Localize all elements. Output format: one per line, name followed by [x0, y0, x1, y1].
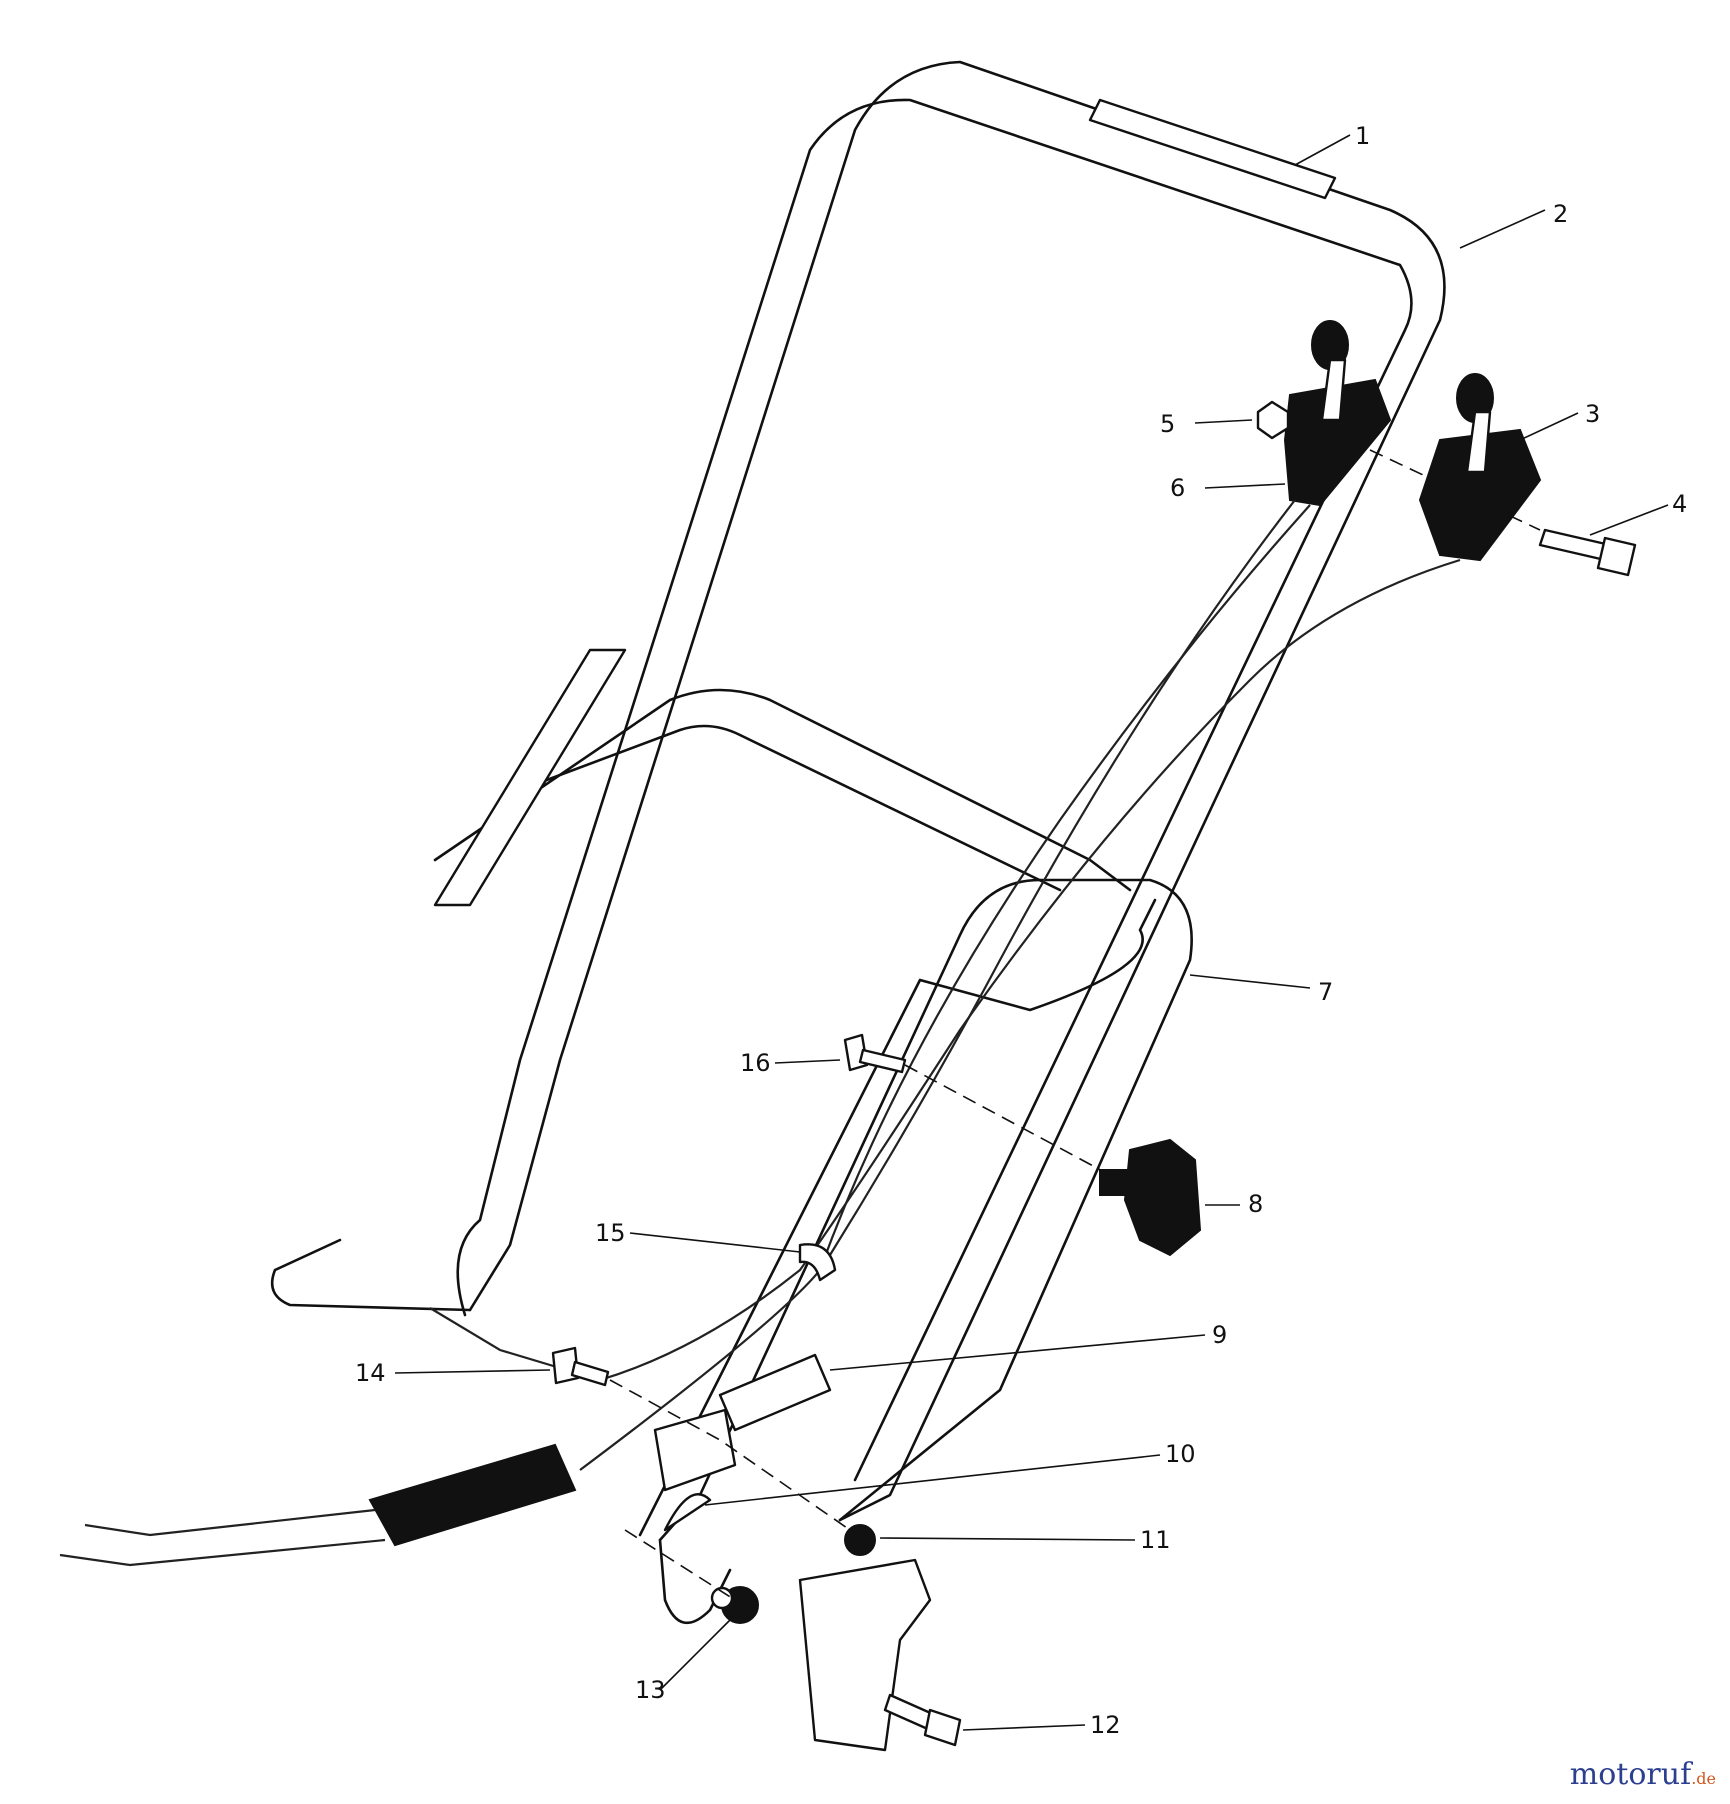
- knob-13: [710, 1586, 759, 1624]
- nut-5: [1256, 400, 1290, 440]
- callout-15: 15: [595, 1219, 626, 1247]
- bolt-16: [843, 1033, 907, 1074]
- wheel-bracket: [798, 1558, 932, 1752]
- bolt-14: [551, 1346, 610, 1387]
- callout-2: 2: [1553, 200, 1568, 228]
- upper-handle: [270, 60, 1446, 1522]
- callout-labels: 1 2 3 4 5 6 7 8 9 10 11 12 13 14 15 16: [355, 122, 1687, 1739]
- callout-3: 3: [1585, 400, 1600, 428]
- callout-8: 8: [1248, 1190, 1263, 1218]
- callout-11: 11: [1140, 1526, 1171, 1554]
- clip-15: [798, 1243, 837, 1282]
- link-plate-left: [653, 1408, 737, 1492]
- callout-4: 4: [1672, 490, 1687, 518]
- assembly-line-a: [1369, 449, 1541, 531]
- callout-9: 9: [1212, 1321, 1227, 1349]
- knob-8: [1099, 1138, 1202, 1257]
- callout-13: 13: [635, 1676, 666, 1704]
- cable-ends: [59, 1508, 386, 1567]
- bolt-4: [1538, 528, 1637, 577]
- callout-1: 1: [1355, 122, 1370, 150]
- callout-14: 14: [355, 1359, 386, 1387]
- watermark-suffix: .de: [1691, 1769, 1716, 1788]
- control-lever-left: [1283, 320, 1392, 507]
- watermark-main: motoruf: [1569, 1757, 1692, 1792]
- callout-10: 10: [1165, 1440, 1196, 1468]
- assembly-line-b: [904, 1064, 1111, 1176]
- callout-5: 5: [1160, 410, 1175, 438]
- cable-to-grip: [829, 499, 1296, 1256]
- control-lever-right: [1418, 373, 1542, 562]
- cable-grip: [368, 1443, 577, 1547]
- middle-handle-loop: [433, 688, 1132, 892]
- leader-lines: [394, 134, 1669, 1731]
- cable-lower: [599, 558, 1461, 1382]
- side-bracket: [433, 648, 627, 907]
- bolt-12: [883, 1693, 962, 1747]
- link-plate-9: [718, 1353, 832, 1432]
- callout-6: 6: [1170, 474, 1185, 502]
- assembly-line-c: [609, 1379, 851, 1531]
- callout-7: 7: [1318, 978, 1333, 1006]
- middle-handle-loop-inner: [518, 724, 1062, 892]
- lower-handle: [638, 878, 1193, 1625]
- callout-16: 16: [740, 1049, 771, 1077]
- washer-11: [844, 1524, 876, 1556]
- assembly-line-d: [624, 1529, 736, 1601]
- callout-12: 12: [1090, 1711, 1121, 1739]
- hairpin-10: [663, 1493, 712, 1532]
- handle-label: [1088, 98, 1337, 200]
- watermark-logo: motoruf.de: [1570, 1757, 1716, 1792]
